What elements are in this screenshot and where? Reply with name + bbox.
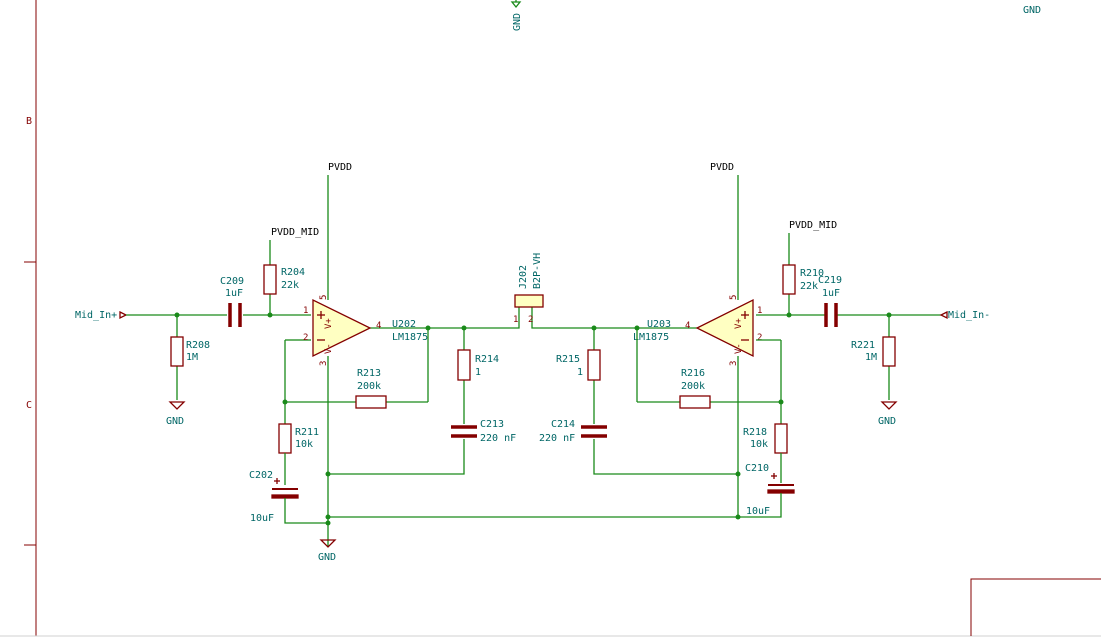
r213-ref: R213 <box>357 368 381 379</box>
gnd-symbol-main: GND <box>318 539 337 563</box>
resistor-r210[interactable]: R210 22k <box>782 264 824 295</box>
c210-value: 10uF <box>746 506 770 517</box>
c202-ref: C202 <box>249 470 273 481</box>
frame-row-b: B <box>26 116 32 127</box>
resistor-r204[interactable]: R204 22k <box>263 264 305 295</box>
r204-value: 22k <box>281 280 299 291</box>
u203-pin1: 1 <box>757 306 762 316</box>
r211-ref: R211 <box>295 427 319 438</box>
r214-value: 1 <box>475 367 481 378</box>
pvdd-label-left: PVDD <box>328 162 352 173</box>
c219-ref: C219 <box>818 275 842 286</box>
resistor-r216[interactable]: R216 200k <box>679 368 711 409</box>
gnd-label-r208: GND <box>166 416 184 427</box>
pvdd-mid-label-right: PVDD_MID <box>789 220 837 231</box>
pvdd-label-right: PVDD <box>710 162 734 173</box>
port-label-mid-in-plus: Mid_In+ <box>75 310 117 321</box>
r216-value: 200k <box>681 381 705 392</box>
u202-vplus: V+ <box>324 318 334 329</box>
resistor-r211[interactable]: R211 10k <box>278 423 319 454</box>
gnd-label-main: GND <box>318 552 336 563</box>
r213-value: 200k <box>357 381 381 392</box>
j202-pin2: 2 <box>528 315 533 325</box>
r221-value: 1M <box>865 352 877 363</box>
opamp-u203[interactable]: V+ V- 1 2 3 4 5 U203 LM1875 <box>633 295 762 366</box>
capacitor-c213[interactable]: C213 220 nF <box>451 419 516 444</box>
r210-ref: R210 <box>800 268 824 279</box>
u202-pin1: 1 <box>303 306 308 316</box>
r218-value: 10k <box>750 439 768 450</box>
resistor-r214[interactable]: R214 1 <box>457 349 499 381</box>
u202-pin3: 3 <box>319 361 329 366</box>
resistor-r221[interactable]: R221 1M <box>851 336 896 367</box>
u203-pin3: 3 <box>729 361 739 366</box>
r208-ref: R208 <box>186 340 210 351</box>
j202-pin1: 1 <box>513 315 518 325</box>
gnd-label-r221: GND <box>878 416 896 427</box>
c209-ref: C209 <box>220 276 244 287</box>
gnd-label-top-right: GND <box>1023 5 1041 16</box>
resistor-r215[interactable]: R215 1 <box>556 349 601 381</box>
gnd-label-top: GND <box>512 13 523 31</box>
resistor-r208[interactable]: R208 1M <box>170 336 210 367</box>
c209-value: 1uF <box>225 288 243 299</box>
c214-value: 220 nF <box>539 433 575 444</box>
r210-value: 22k <box>800 281 818 292</box>
c213-ref: C213 <box>480 419 504 430</box>
r215-ref: R215 <box>556 354 580 365</box>
u203-vminus: V- <box>734 343 744 354</box>
r218-ref: R218 <box>743 427 767 438</box>
u203-pin4: 4 <box>685 321 690 331</box>
capacitor-c209[interactable]: C209 1uF <box>220 276 244 327</box>
c213-value: 220 nF <box>480 433 516 444</box>
resistor-r213[interactable]: R213 200k <box>355 368 387 409</box>
u202-vminus: V- <box>324 343 334 354</box>
u202-value: LM1875 <box>392 332 428 343</box>
opamp-u202[interactable]: V+ V- 1 2 3 4 5 U202 LM1875 <box>303 295 428 366</box>
c202-value: 10uF <box>250 513 274 524</box>
c219-value: 1uF <box>822 288 840 299</box>
j202-ref: J202 <box>518 265 529 289</box>
u202-pin5: 5 <box>319 295 329 300</box>
u202-pin2: 2 <box>303 333 308 343</box>
capacitor-c202[interactable]: C202 10uF <box>249 470 299 524</box>
j202-value: B2P-VH <box>532 253 543 289</box>
r211-value: 10k <box>295 439 313 450</box>
gnd-symbol-r208: GND <box>166 401 186 427</box>
c214-ref: C214 <box>551 419 575 430</box>
capacitor-c210[interactable]: C210 10uF <box>745 463 795 517</box>
r204-ref: R204 <box>281 267 305 278</box>
connector-j202[interactable]: J202 B2P-VH 1 2 <box>513 253 544 325</box>
frame-row-c: C <box>26 400 32 411</box>
r215-value: 1 <box>577 367 583 378</box>
r221-ref: R221 <box>851 340 875 351</box>
resistor-r218[interactable]: R218 10k <box>743 423 788 454</box>
capacitor-c214[interactable]: C214 220 nF <box>539 419 607 444</box>
u202-pin4: 4 <box>376 321 381 331</box>
u203-pin5: 5 <box>729 295 739 300</box>
port-label-mid-in-minus: Mid_In- <box>948 310 990 321</box>
r216-ref: R216 <box>681 368 705 379</box>
c210-ref: C210 <box>745 463 769 474</box>
gnd-symbol-r221: GND <box>878 401 898 427</box>
r214-ref: R214 <box>475 354 499 365</box>
u203-pin2: 2 <box>757 333 762 343</box>
r208-value: 1M <box>186 352 198 363</box>
gnd-symbol-top: GND <box>510 0 523 31</box>
pvdd-mid-label-left: PVDD_MID <box>271 227 319 238</box>
input-port-plus[interactable]: Mid_In+ <box>75 310 128 321</box>
u203-vplus: V+ <box>734 318 744 329</box>
u203-ref: U203 <box>647 319 671 330</box>
capacitor-c219[interactable]: C219 1uF <box>818 275 842 327</box>
input-port-minus[interactable]: Mid_In- <box>939 310 990 321</box>
u203-value: LM1875 <box>633 332 669 343</box>
u202-ref: U202 <box>392 319 416 330</box>
